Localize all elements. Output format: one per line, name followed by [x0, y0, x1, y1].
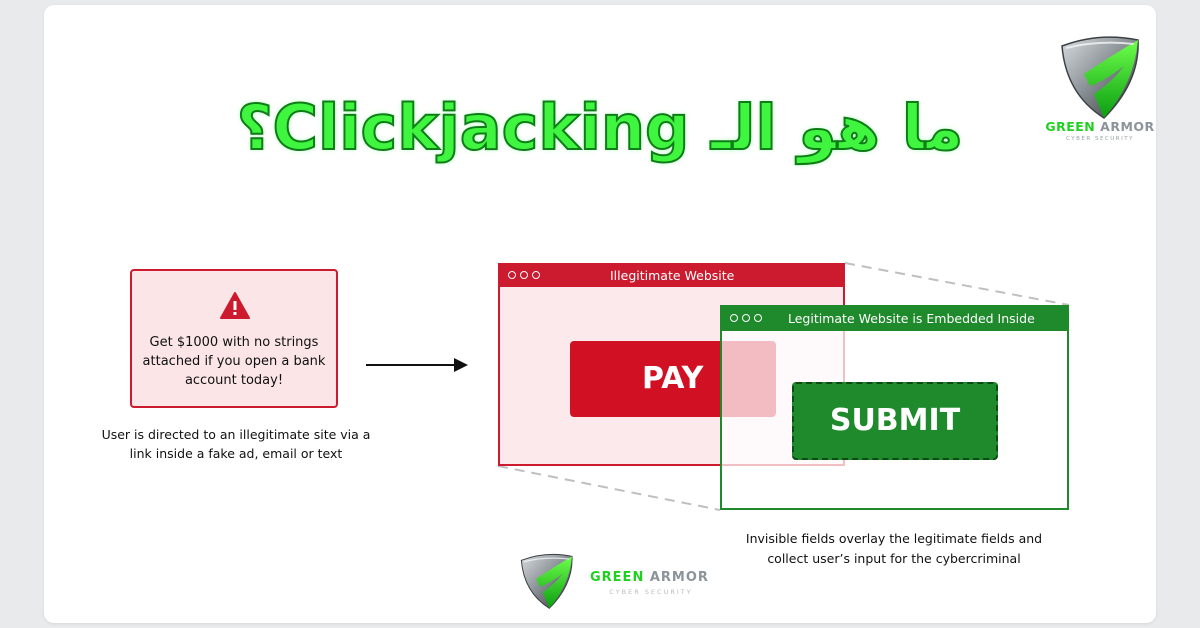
- illegitimate-website-window: Illegitimate Website PAY: [498, 263, 845, 466]
- brand-tagline: CYBER SECURITY: [609, 588, 693, 596]
- fake-ad-text: Get $1000 with no strings attached if yo…: [142, 335, 326, 388]
- window-titlebar: Illegitimate Website: [500, 265, 843, 287]
- arrow-right-icon: [366, 358, 468, 372]
- window-dots-icon: [508, 271, 540, 281]
- brand-name: GREEN ARMOR: [1045, 119, 1155, 134]
- window-dots-icon: [730, 314, 762, 324]
- brand-tagline: CYBER SECURITY: [1066, 136, 1134, 142]
- brand-name: GREEN ARMOR: [590, 570, 709, 585]
- warning-icon: [220, 292, 250, 319]
- ad-caption: User is directed to an illegitimate site…: [101, 427, 371, 461]
- overlay-caption: Invisible fields overlay the legitimate …: [745, 531, 1043, 566]
- shield-logo-icon: [1061, 36, 1139, 119]
- legitimate-website-window: Legitimate Website is Embedded Inside SU…: [720, 305, 1069, 510]
- shield-logo-icon: [520, 553, 573, 609]
- window-titlebar: Legitimate Website is Embedded Inside: [722, 307, 1067, 331]
- window-title: Illegitimate Website: [610, 268, 735, 283]
- page-title: ما هو الـ Clickjacking؟: [236, 90, 965, 165]
- brand-logo-bottom: GREEN ARMOR CYBER SECURITY: [516, 552, 726, 612]
- window-title: Legitimate Website is Embedded Inside: [788, 311, 1035, 326]
- brand-logo-top: GREEN ARMOR CYBER SECURITY: [1040, 30, 1160, 150]
- fake-ad-box: Get $1000 with no strings attached if yo…: [130, 269, 338, 408]
- submit-button[interactable]: SUBMIT: [792, 382, 998, 460]
